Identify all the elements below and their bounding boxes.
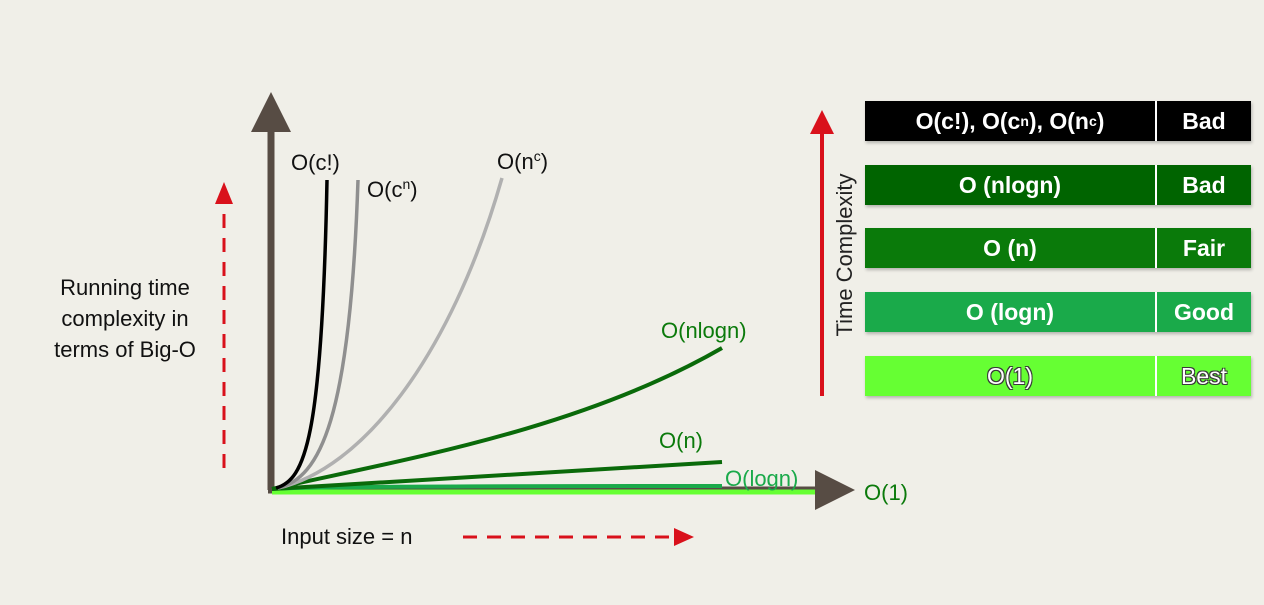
y-axis-description-line-1: Running time [60,275,190,300]
row-constant-rating: Best [1180,362,1228,389]
label-exponential: O(cn) [367,176,418,203]
row-logn-rating: Good [1173,298,1235,325]
label-polynomial-base: O(n [497,149,534,174]
row-nlogn-label: O (nlogn) [865,165,1157,205]
row-exponential-label-part3: ) [1096,107,1105,134]
curve-exponential [277,179,360,490]
row-exponential-label-part2: ), O(n [1028,107,1089,134]
label-nlogn: O(nlogn) [661,318,747,343]
label-logn: O(logn) [725,466,799,491]
table-row-linear: O (n) Fair [865,228,1251,268]
time-complexity-arrowhead [810,110,834,134]
label-polynomial: O(nc) [497,148,548,175]
label-exponential-sup: n [402,176,411,192]
row-constant-label: O(1) [865,356,1157,396]
running-time-arrowhead [215,182,233,204]
row-exponential-label-part1: O(c!), O(c [915,107,1021,134]
input-size-arrowhead [674,528,694,546]
y-axis-description: Running time complexity in terms of Big-… [25,272,225,365]
row-linear-rating: Fair [1182,234,1226,261]
curve-polynomial [277,177,504,490]
label-factorial: O(c!) [291,150,340,176]
row-linear-label: O (n) [865,228,1157,268]
table-row-nlogn: O (nlogn) Bad [865,165,1251,205]
label-exponential-base: O(c [367,177,403,202]
label-polynomial-close: ) [540,149,549,174]
row-exponential-rating: Bad [1182,107,1226,134]
row-logn-label: O (logn) [865,292,1157,332]
row-exponential-label-sup1: n [1020,113,1029,129]
x-axis-arrowhead [815,470,855,510]
label-constant: O(1) [864,480,908,505]
time-complexity-title: Time Complexity [832,173,857,337]
label-linear: O(n) [659,428,703,453]
y-axis-description-line-2: complexity in [61,306,189,331]
x-axis-description: Input size = n [281,524,413,549]
label-factorial-text: O(c!) [291,150,340,175]
row-exponential-label-sup2: c [1088,113,1097,129]
table-row-constant: O(1) Best [865,356,1251,396]
table-row-logn: O (logn) Good [865,292,1251,332]
row-nlogn-rating: Bad [1182,171,1226,198]
label-polynomial-sup: c [533,148,541,164]
curve-nlogn [271,346,723,491]
curve-linear [271,460,723,491]
y-axis-description-line-3: terms of Big-O [54,337,196,362]
label-exponential-close: ) [410,177,418,202]
y-axis-arrowhead [251,92,291,132]
curve-factorial [275,179,329,490]
